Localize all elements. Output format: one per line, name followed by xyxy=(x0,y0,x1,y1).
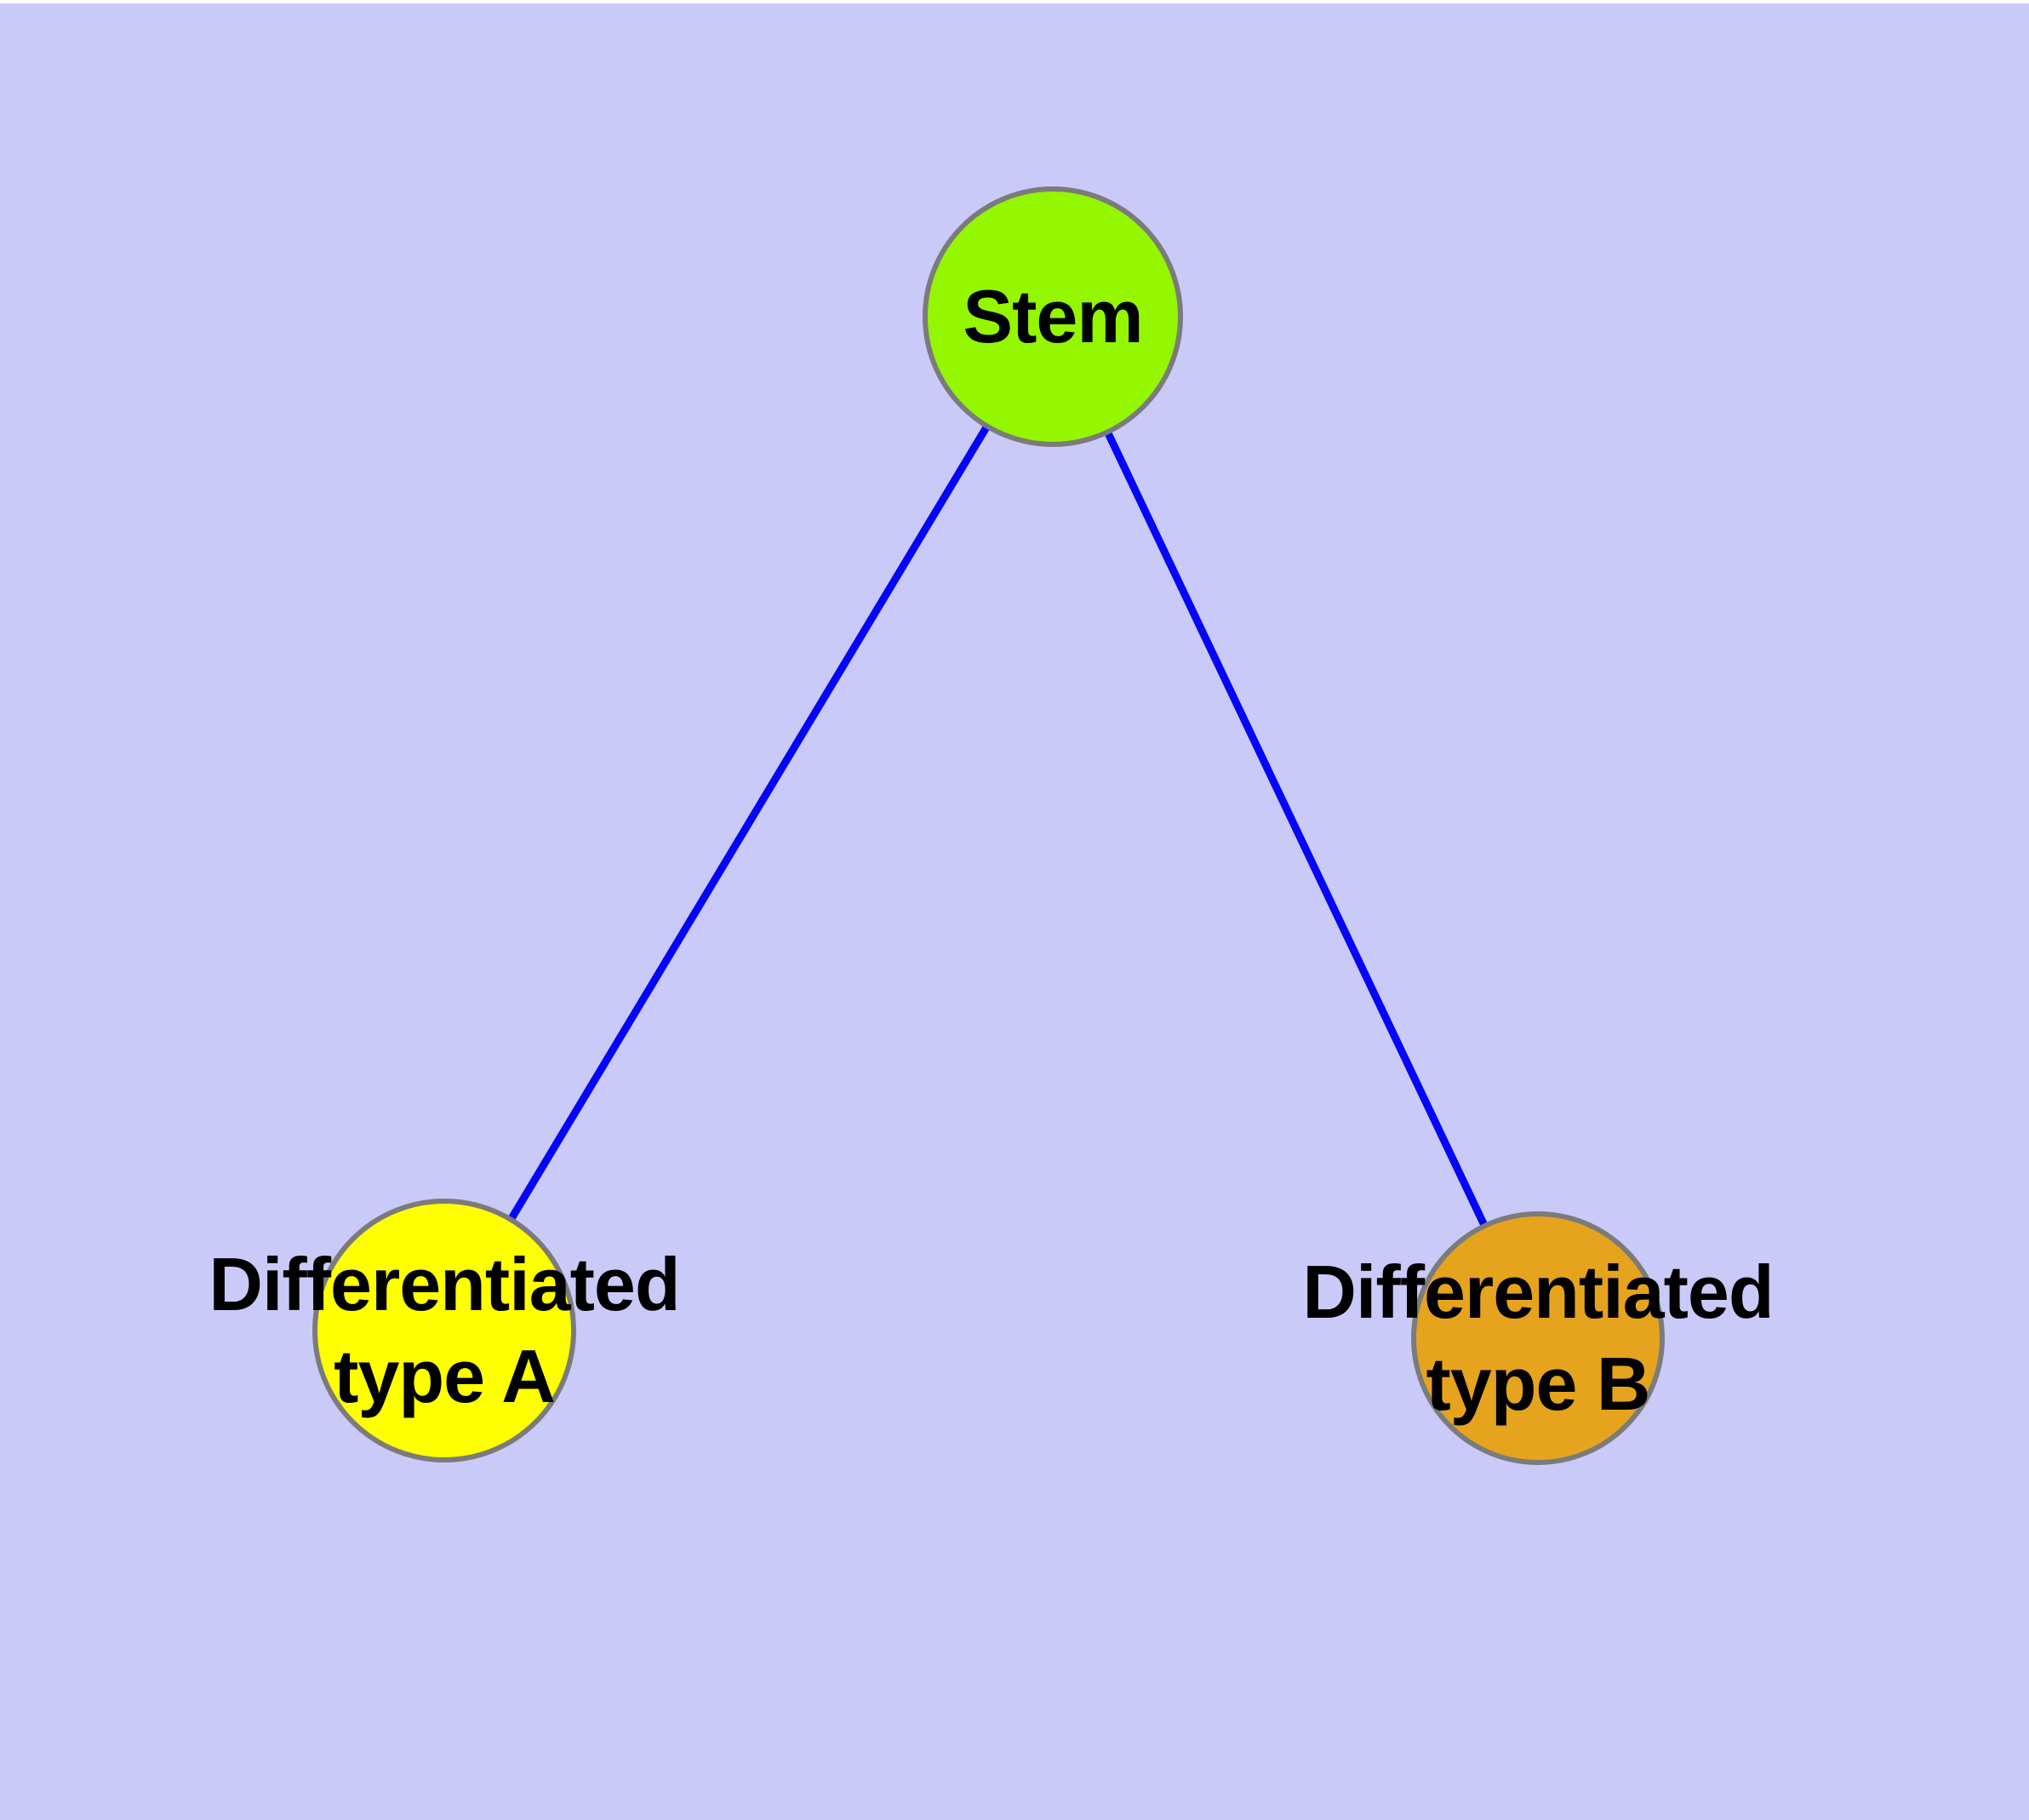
edge-stem-to-type-a xyxy=(441,314,1056,1333)
node-differentiated-type-a-circle[interactable] xyxy=(312,1199,576,1462)
node-differentiated-type-b-circle[interactable] xyxy=(1411,1211,1665,1465)
edge-stem-to-type-b xyxy=(1049,315,1542,1340)
node-stem-circle[interactable] xyxy=(923,186,1183,447)
top-strip xyxy=(0,0,2029,3)
